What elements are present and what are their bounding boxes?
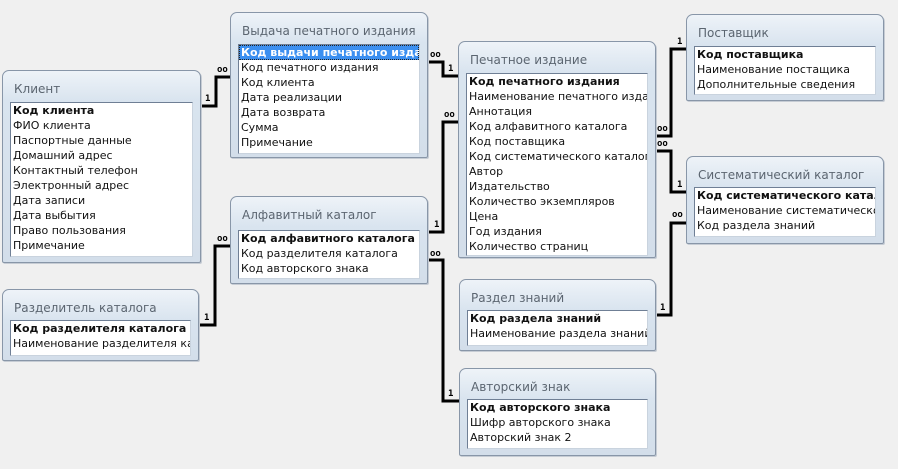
rel-razdelitel-alfa — [198, 244, 230, 327]
field-item[interactable]: Наименование печатного издания — [469, 90, 647, 103]
field-list[interactable]: Код систематического каталогаНаименовани… — [694, 187, 876, 237]
field-item[interactable]: Электронный адрес — [13, 179, 130, 192]
field-item[interactable]: Примечание — [241, 136, 313, 149]
field-item[interactable]: Сумма — [241, 121, 279, 134]
field-item[interactable]: Право пользования — [13, 224, 126, 237]
primary-key-field[interactable]: Код раздела знаний — [470, 312, 602, 325]
field-item[interactable]: Цена — [469, 210, 499, 223]
field-item[interactable]: Наименование постащика — [697, 63, 850, 76]
field-item[interactable]: Год издания — [469, 225, 542, 238]
primary-key-field[interactable]: Код клиента — [13, 104, 95, 117]
field-item[interactable]: ФИО клиента — [13, 119, 91, 132]
field-item[interactable]: Количество экземпляров — [469, 195, 615, 208]
table-title[interactable]: Поставщик — [698, 26, 769, 40]
rel-pechat-sistem — [656, 149, 686, 194]
table-title[interactable]: Печатное издание — [470, 53, 588, 67]
rel-pechat-postav — [656, 47, 686, 138]
field-item[interactable]: Код поставщика — [469, 135, 566, 148]
many-marker: oo — [217, 234, 228, 244]
field-item[interactable]: Код алфавитного каталога — [469, 120, 628, 133]
field-item[interactable]: Примечание — [13, 239, 85, 252]
one-marker: 1 — [677, 180, 683, 190]
field-item[interactable]: Дополнительные сведения — [697, 78, 856, 91]
table-title[interactable]: Систематический каталог — [698, 168, 865, 182]
field-item[interactable]: Код клиента — [241, 76, 315, 89]
primary-key-field[interactable]: Код авторского знака — [470, 401, 611, 414]
primary-key-field[interactable]: Код систематического каталога — [697, 189, 875, 202]
field-item[interactable]: Контактный телефон — [13, 164, 138, 177]
field-item[interactable]: Дата возврата — [241, 106, 326, 119]
one-marker: 1 — [448, 64, 454, 74]
table-title[interactable]: Авторский знак — [471, 380, 571, 394]
table-title[interactable]: Раздел знаний — [471, 291, 565, 305]
field-item[interactable]: Домашний адрес — [13, 149, 113, 162]
field-item[interactable]: Наименование раздела знаний — [470, 327, 647, 340]
table-title[interactable]: Алфавитный каталог — [242, 208, 377, 222]
one-marker: 1 — [677, 37, 683, 47]
field-item[interactable]: Код раздела знаний — [697, 219, 816, 232]
field-item[interactable]: Наименование систематического каталога — [697, 204, 875, 217]
many-marker: oo — [430, 249, 441, 259]
many-marker: oo — [217, 65, 228, 75]
many-marker: oo — [444, 110, 455, 120]
rel-sistem-razdel — [656, 221, 686, 317]
many-marker: oo — [672, 210, 683, 220]
rel-klient-vydacha — [200, 75, 230, 108]
field-item[interactable]: Код систематического каталога — [469, 150, 647, 163]
primary-key-field[interactable]: Код разделителя каталога — [13, 322, 187, 335]
field-item[interactable]: Дата выбытия — [13, 209, 96, 222]
field-item[interactable]: Автор — [469, 165, 504, 178]
one-marker: 1 — [434, 220, 440, 230]
field-item[interactable]: Код печатного издания — [241, 61, 379, 74]
primary-key-field[interactable]: Код печатного издания — [469, 75, 620, 88]
primary-key-field[interactable]: Код алфавитного каталога — [241, 232, 415, 245]
many-marker: oo — [430, 50, 441, 60]
one-marker: 1 — [205, 94, 211, 104]
many-marker: oo — [657, 124, 668, 134]
table-title[interactable]: Выдача печатного издания — [242, 24, 416, 38]
field-item[interactable]: Издательство — [469, 180, 550, 193]
rel-vydacha-pechat — [428, 60, 458, 78]
table-title[interactable]: Клиент — [14, 82, 61, 96]
field-item[interactable]: Наименование разделителя каталога — [13, 337, 190, 350]
field-item[interactable]: Код разделителя каталога — [241, 247, 398, 260]
primary-key-field[interactable]: Код выдачи печатного издания — [239, 45, 419, 60]
field-item[interactable]: Паспортные данные — [13, 134, 132, 147]
primary-key-field[interactable]: Код поставщика — [697, 48, 804, 61]
one-marker: 1 — [448, 389, 454, 399]
field-item[interactable]: Дата записи — [13, 194, 86, 207]
field-item[interactable]: Дата реализации — [241, 91, 343, 104]
field-item[interactable]: Аннотация — [469, 105, 533, 118]
field-item[interactable]: Количество страниц — [469, 240, 589, 253]
one-marker: 1 — [204, 313, 210, 323]
field-item[interactable]: Авторский знак 2 — [470, 431, 572, 444]
field-item[interactable]: Код авторского знака — [241, 262, 369, 275]
rel-alfa-pechat — [428, 120, 458, 234]
rel-alfa-avtor — [428, 258, 459, 403]
field-item[interactable]: Шифр авторского знака — [470, 416, 611, 429]
many-marker: oo — [657, 139, 668, 149]
table-title[interactable]: Разделитель каталога — [14, 301, 157, 315]
one-marker: 1 — [660, 303, 666, 313]
